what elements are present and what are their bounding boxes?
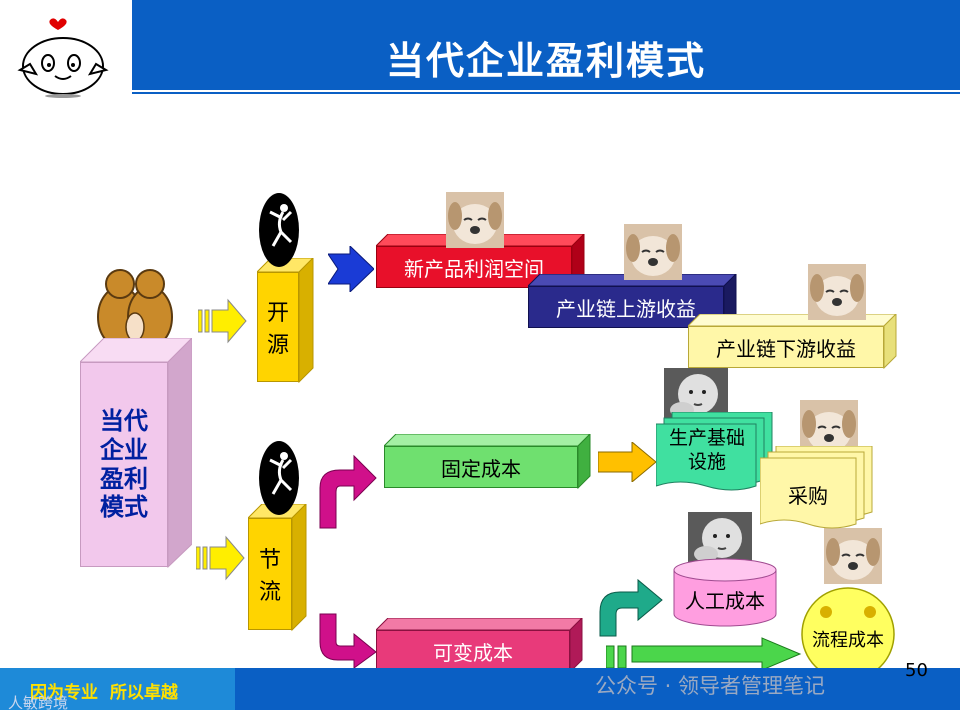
labor-label-box: 人工成本 bbox=[672, 580, 778, 618]
downstream-box: 产业链下游收益 bbox=[688, 326, 884, 368]
central-label: 模式 bbox=[100, 493, 148, 522]
upstream-label: 产业链上游收益 bbox=[556, 296, 696, 321]
jieliu-label: 节 bbox=[258, 548, 281, 573]
process-label-box: 流程成本 bbox=[800, 622, 896, 656]
labor-cost-cylinder bbox=[673, 558, 777, 627]
curved-arrow-teal-icon bbox=[599, 578, 663, 637]
infra-label: 生产基础 bbox=[668, 427, 745, 450]
downstream-box-3d-side bbox=[688, 314, 897, 369]
purchase-label: 采购 bbox=[788, 483, 828, 508]
kaiyuan-label: 源 bbox=[266, 333, 289, 358]
arrow-to-jieliu-icon bbox=[196, 535, 245, 581]
arrow-to-kaiyuan-icon bbox=[198, 298, 247, 344]
upstream-box: 产业链上游收益 bbox=[528, 286, 724, 328]
process-cost-circle bbox=[801, 587, 895, 681]
central-label: 企业 bbox=[100, 435, 148, 464]
infra-label: 设施 bbox=[687, 451, 726, 473]
arrow-to-process-icon bbox=[606, 637, 802, 671]
watermark-left: 人敏跨境 bbox=[8, 694, 69, 712]
infra-docs-shape bbox=[656, 412, 773, 491]
purchase-docs-shape bbox=[760, 446, 873, 529]
curved-arrow-down-icon bbox=[319, 613, 377, 668]
title-bar bbox=[132, 0, 960, 90]
curved-arrow-up-icon bbox=[319, 454, 377, 529]
arrow-to-infra-icon bbox=[598, 442, 657, 482]
dancer-icon bbox=[259, 441, 299, 515]
mascot-icon bbox=[17, 18, 109, 98]
cats-icon bbox=[93, 269, 177, 354]
central-box: 当代 企业 盈利 模式 bbox=[80, 362, 168, 567]
title-bar-underline bbox=[132, 90, 960, 94]
fixed-cost-box-3d-side bbox=[384, 434, 591, 489]
slide-title: 当代企业盈利模式 bbox=[385, 39, 706, 83]
fixed-cost-label: 固定成本 bbox=[441, 456, 521, 481]
puppy-photo-icon bbox=[624, 224, 682, 280]
infra-label-box: 生产基础 设施 bbox=[658, 424, 756, 478]
variable-cost-box-3d-side bbox=[376, 618, 583, 673]
footer-slogan-bg bbox=[0, 668, 235, 710]
labor-label: 人工成本 bbox=[685, 588, 765, 613]
watermark-right: 公众号 · 领导者管理笔记 bbox=[595, 674, 826, 698]
page-number: 50 bbox=[905, 660, 928, 681]
puppy-photo-icon bbox=[446, 192, 504, 248]
arrow-to-revenue-icon bbox=[328, 246, 374, 292]
central-label: 盈利 bbox=[100, 464, 148, 493]
central-box-3d-side bbox=[80, 338, 192, 568]
jieliu-label: 流 bbox=[258, 580, 281, 605]
dancer-icon bbox=[259, 193, 299, 267]
kaiyuan-box-3d-side bbox=[257, 258, 314, 383]
puppy-photo-icon bbox=[808, 264, 866, 320]
kaiyuan-label: 开 bbox=[266, 301, 289, 326]
variable-cost-label: 可变成本 bbox=[433, 640, 513, 665]
puppy-photo-icon bbox=[824, 528, 882, 584]
downstream-label: 产业链下游收益 bbox=[716, 336, 856, 361]
purchase-label-box: 采购 bbox=[760, 472, 856, 516]
central-label: 当代 bbox=[100, 406, 148, 435]
process-label: 流程成本 bbox=[812, 630, 884, 651]
footer-slogan: 因为专业 所以卓越 bbox=[30, 683, 178, 703]
jieliu-box-3d-side bbox=[248, 504, 307, 632]
new-product-label: 新产品利润空间 bbox=[404, 256, 544, 281]
